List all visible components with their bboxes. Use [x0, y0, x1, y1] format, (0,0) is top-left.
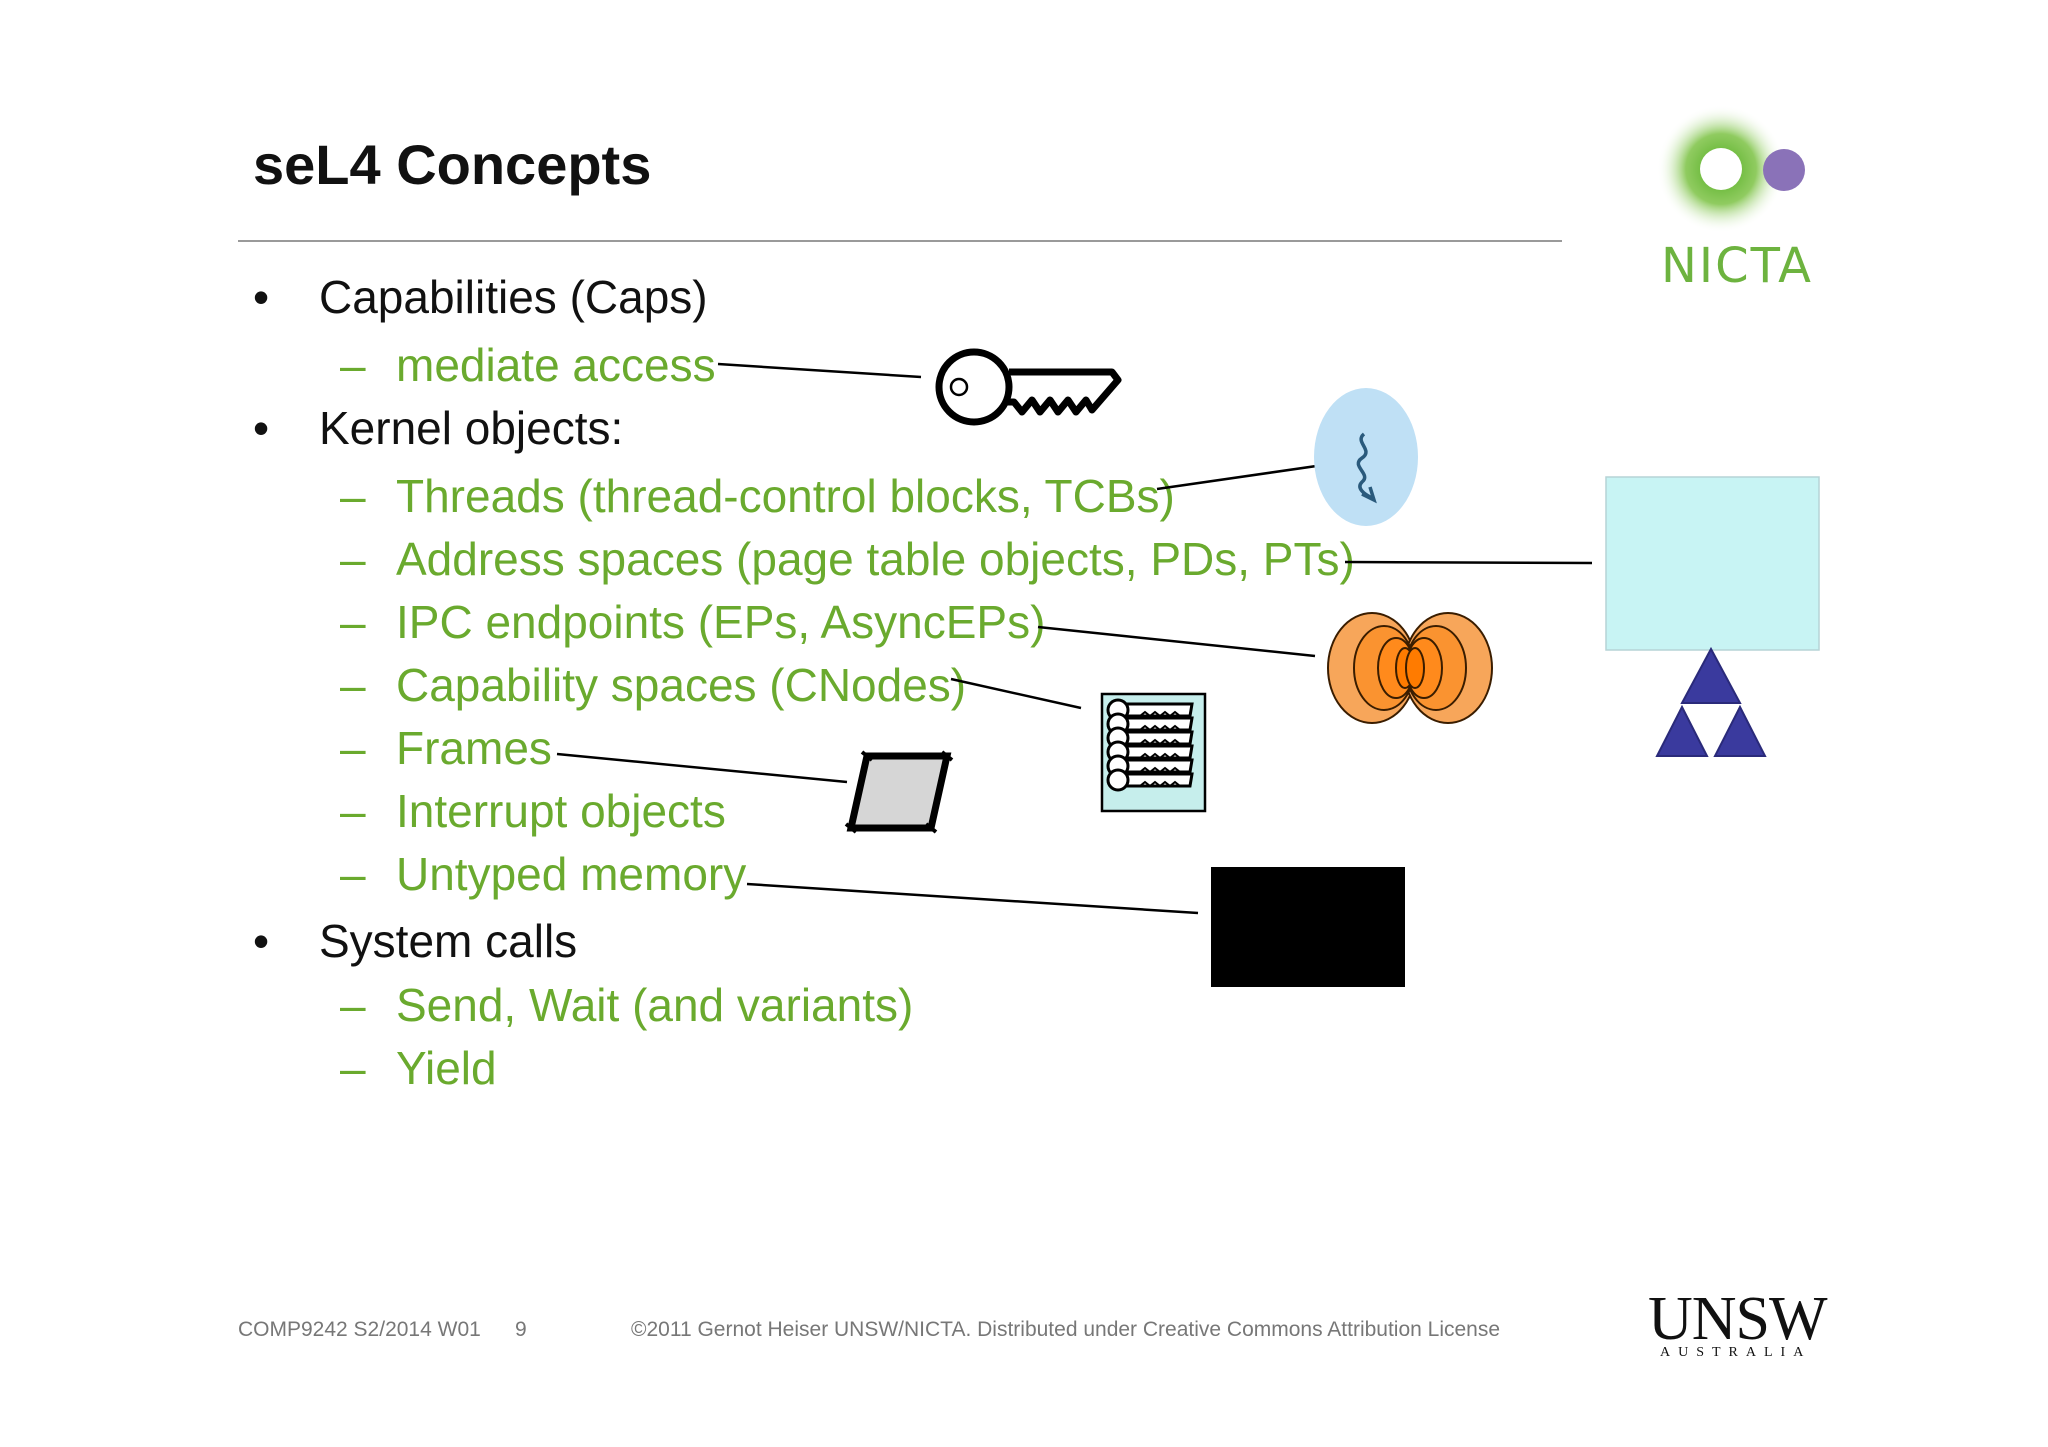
sub-item-text: Untyped memory [396, 848, 747, 900]
nicta-glow-icon [1657, 105, 1785, 233]
sub-item-text: Interrupt objects [396, 785, 726, 837]
dash-marker: – [340, 470, 366, 522]
nicta-logo-text: NICTA [1661, 238, 1814, 294]
connector-line-thread [1156, 458, 1359, 491]
key-icon [935, 348, 1122, 426]
footer-copyright: ©2011 Gernot Heiser UNSW/NICTA. Distribu… [631, 1318, 1501, 1341]
dash-marker: – [340, 722, 366, 774]
thread-icon [1314, 388, 1418, 526]
sub-item-text: Send, Wait (and variants) [396, 979, 914, 1031]
dash-marker: – [340, 848, 366, 900]
dash-marker: – [340, 785, 366, 837]
connector-line-untyped [746, 882, 1199, 915]
bullet-marker: • [253, 402, 270, 454]
connector-line-endpoint [1037, 625, 1316, 658]
unsw-logo-subtitle: AUSTRALIA [1660, 1345, 1812, 1360]
slide-title: seL4 Concepts [253, 133, 652, 196]
footer-course: COMP9242 S2/2014 W01 [238, 1318, 481, 1341]
connector-line-frame [556, 752, 848, 784]
frame-icon [844, 750, 954, 834]
connector-line-key [717, 362, 922, 379]
bullet-text: Capabilities (Caps) [319, 271, 708, 323]
sub-item-text: Capability spaces (CNodes) [396, 659, 967, 711]
dash-marker: – [340, 339, 366, 391]
ipc-endpoint-icon [1327, 612, 1493, 724]
dash-marker: – [340, 659, 366, 711]
connector-line-cnode [950, 677, 1082, 710]
dash-marker: – [340, 533, 366, 585]
bullet-text: Kernel objects: [319, 402, 624, 454]
bullet-marker: • [253, 271, 270, 323]
sub-item-text: Frames [396, 722, 552, 774]
connector-line-address-space [1344, 560, 1593, 565]
sub-item-text: IPC endpoints (EPs, AsyncEPs) [396, 596, 1046, 648]
address-space-icon [1605, 476, 1820, 757]
dash-marker: – [340, 979, 366, 1031]
nicta-purple-dot-icon [1763, 149, 1805, 191]
dash-marker: – [340, 1042, 366, 1094]
nicta-white-dot-icon [1700, 148, 1742, 190]
cnode-icon [1100, 692, 1207, 813]
sub-item-text: Yield [396, 1042, 497, 1094]
sub-item-text: mediate access [396, 339, 716, 391]
sub-item-text: Threads (thread-control blocks, TCBs) [396, 470, 1175, 522]
unsw-logo: UNSW [1648, 1285, 1828, 1353]
untyped-memory-icon [1211, 867, 1405, 987]
sub-item-text: Address spaces (page table objects, PDs,… [396, 533, 1355, 585]
title-rule [238, 240, 1562, 242]
footer-page-number: 9 [515, 1318, 527, 1341]
bullet-text: System calls [319, 915, 578, 967]
dash-marker: – [340, 596, 366, 648]
bullet-marker: • [253, 915, 270, 967]
